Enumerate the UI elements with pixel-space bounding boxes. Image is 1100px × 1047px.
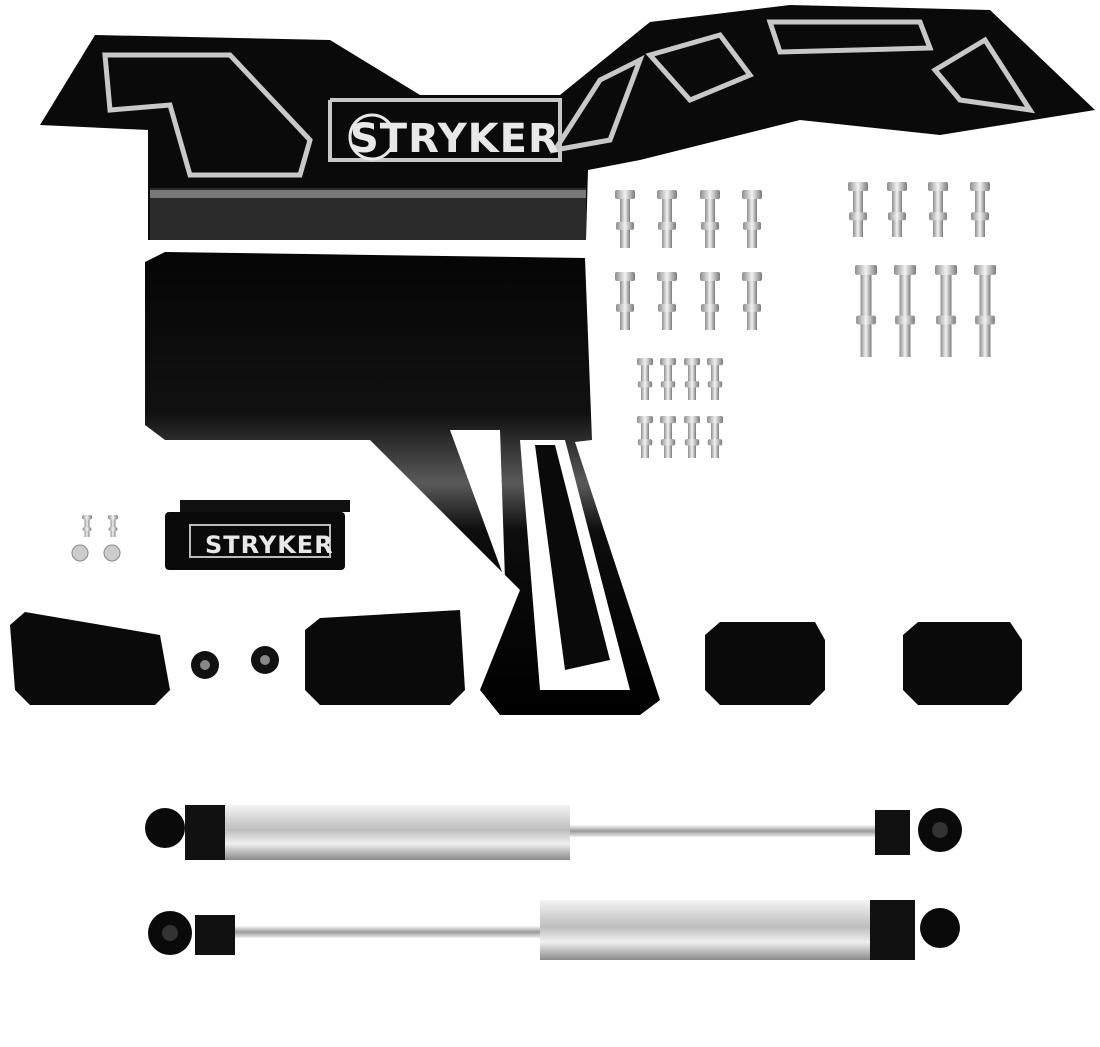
bolt-icon — [684, 358, 700, 400]
stabilizer-shock-upper — [145, 805, 962, 860]
bolt-icon — [108, 515, 118, 537]
bolt-icon — [970, 182, 990, 237]
bolt-icon — [637, 416, 653, 458]
washer-icon — [103, 544, 121, 562]
bolt-icon — [660, 358, 676, 400]
bolt-icon — [707, 358, 723, 400]
crosshair-logo-icon — [348, 113, 396, 161]
bolt-icon — [684, 416, 700, 458]
bolt-icon — [887, 182, 907, 237]
bolt-icon — [82, 515, 92, 537]
skid-plate — [145, 252, 660, 715]
logo-large: STRYKER — [350, 116, 560, 162]
bolt-icon — [657, 190, 677, 248]
bolt-icon — [742, 272, 762, 330]
bolt-icon — [637, 358, 653, 400]
bolt-icon — [848, 182, 868, 237]
bolt-icon — [700, 190, 720, 248]
bolt-icon — [657, 272, 677, 330]
bolt-icon — [707, 416, 723, 458]
bolt-icon — [974, 265, 996, 357]
hardware-bolts — [71, 182, 996, 562]
stabilizer-shock-lower — [148, 900, 960, 960]
bolt-icon — [928, 182, 948, 237]
mount-plates — [10, 610, 1022, 705]
bolt-icon — [894, 265, 916, 357]
bolt-icon — [615, 190, 635, 248]
bolt-icon — [660, 416, 676, 458]
bolt-icon — [742, 190, 762, 248]
main-bracket: STRYKER — [40, 5, 1095, 240]
bolt-icon — [615, 272, 635, 330]
logo-small: STRYKER — [205, 531, 334, 559]
bolt-icon — [855, 265, 877, 357]
bolt-icon — [700, 272, 720, 330]
bolt-icon — [935, 265, 957, 357]
logo-mount-bracket: STRYKER — [165, 500, 350, 570]
washer-icon — [71, 544, 89, 562]
